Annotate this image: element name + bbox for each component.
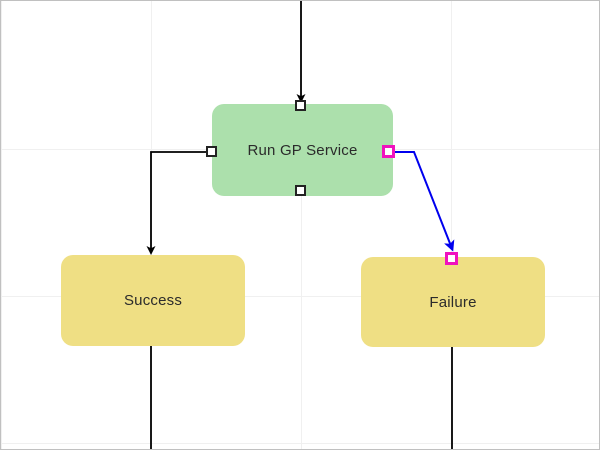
edge-to-failure-selected[interactable] — [395, 151, 455, 252]
port-run-gp-service-top[interactable] — [295, 100, 306, 111]
port-failure-top[interactable] — [445, 252, 458, 265]
node-label-run-gp-service: Run GP Service — [247, 141, 358, 159]
edge-to-success[interactable] — [146, 151, 207, 255]
port-run-gp-service-right[interactable] — [382, 145, 395, 158]
node-run-gp-service[interactable]: Run GP Service — [212, 104, 393, 196]
node-failure[interactable]: Failure — [361, 257, 545, 347]
port-run-gp-service-bottom[interactable] — [295, 185, 306, 196]
node-label-success: Success — [123, 292, 183, 309]
node-success[interactable]: Success — [61, 255, 245, 346]
node-label-failure: Failure — [429, 293, 477, 311]
port-run-gp-service-left[interactable] — [206, 146, 217, 157]
